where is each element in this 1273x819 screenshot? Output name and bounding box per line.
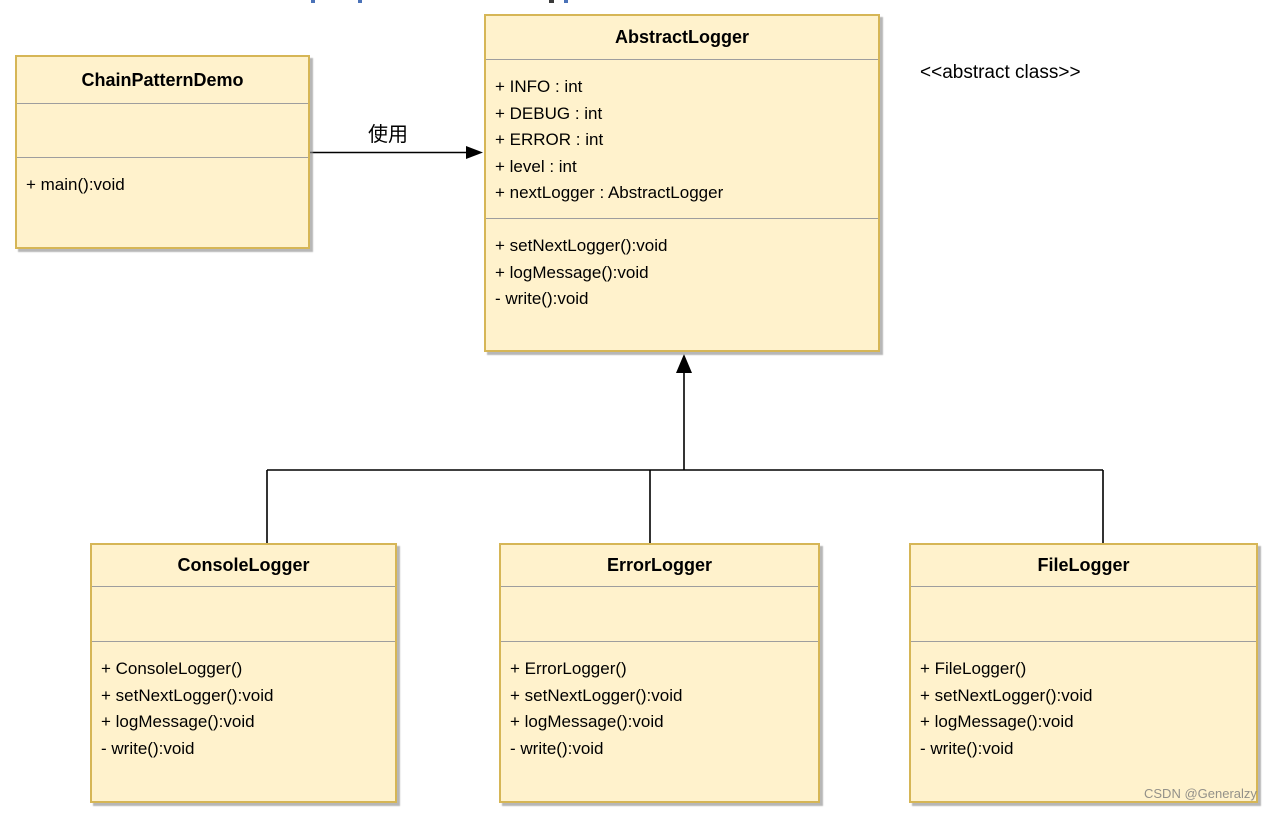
class-method: - write():void xyxy=(101,738,195,758)
association-use-arrow xyxy=(310,146,483,159)
cropped-text-artifact xyxy=(549,0,554,3)
class-attribute: + ERROR : int xyxy=(495,130,604,149)
cropped-text-artifact xyxy=(564,0,568,3)
cropped-text-artifact xyxy=(358,0,362,3)
class-errorlogger: ErrorLogger + ErrorLogger() + setNextLog… xyxy=(499,543,820,803)
class-attribute: + INFO : int xyxy=(495,77,583,96)
class-method: + logMessage():void xyxy=(920,712,1074,731)
attributes-compartment xyxy=(911,587,1256,642)
class-title: AbstractLogger xyxy=(486,16,878,60)
methods-compartment: + setNextLogger():void + logMessage():vo… xyxy=(486,219,878,350)
attributes-compartment xyxy=(17,104,308,158)
class-attribute: + level : int xyxy=(495,156,577,176)
class-title: FileLogger xyxy=(911,545,1256,587)
class-method: + logMessage():void xyxy=(101,712,255,731)
class-method: + logMessage():void xyxy=(495,262,649,282)
attributes-compartment: + INFO : int + DEBUG : int + ERROR : int… xyxy=(486,60,878,219)
class-consolelogger: ConsoleLogger + ConsoleLogger() + setNex… xyxy=(90,543,397,803)
class-method: + setNextLogger():void xyxy=(920,685,1093,705)
methods-compartment: + ConsoleLogger() + setNextLogger():void… xyxy=(92,642,395,801)
class-method: + logMessage():void xyxy=(510,712,664,731)
class-method: + setNextLogger():void xyxy=(510,685,683,705)
class-method: + ErrorLogger() xyxy=(510,659,627,678)
class-title: ErrorLogger xyxy=(501,545,818,587)
class-method: + setNextLogger():void xyxy=(495,236,668,255)
class-method: - write():void xyxy=(510,738,604,758)
class-chainpatterndemo: ChainPatternDemo + main():void xyxy=(15,55,310,249)
class-method: + main():void xyxy=(26,175,125,194)
methods-compartment: + ErrorLogger() + setNextLogger():void +… xyxy=(501,642,818,801)
class-method: + ConsoleLogger() xyxy=(101,659,243,678)
class-attribute: + nextLogger : AbstractLogger xyxy=(495,183,724,202)
watermark-text: CSDN @Generalzy xyxy=(1144,786,1257,801)
class-attribute: + DEBUG : int xyxy=(495,103,603,123)
class-method: - write():void xyxy=(495,289,589,308)
class-method: - write():void xyxy=(920,738,1014,758)
class-title: ChainPatternDemo xyxy=(17,57,308,104)
class-method: + setNextLogger():void xyxy=(101,685,274,705)
methods-compartment: + FileLogger() + setNextLogger():void + … xyxy=(911,642,1256,801)
generalization-arrow xyxy=(266,354,1104,543)
class-method: + FileLogger() xyxy=(920,659,1027,678)
attributes-compartment xyxy=(92,587,395,642)
class-filelogger: FileLogger + FileLogger() + setNextLogge… xyxy=(909,543,1258,803)
abstract-class-stereotype-note: <<abstract class>> xyxy=(920,62,1081,83)
class-abstractlogger: AbstractLogger + INFO : int + DEBUG : in… xyxy=(484,14,880,352)
attributes-compartment xyxy=(501,587,818,642)
class-title: ConsoleLogger xyxy=(92,545,395,587)
methods-compartment: + main():void xyxy=(17,158,308,247)
cropped-text-artifact xyxy=(311,0,315,3)
association-label-use: 使用 xyxy=(368,124,408,146)
